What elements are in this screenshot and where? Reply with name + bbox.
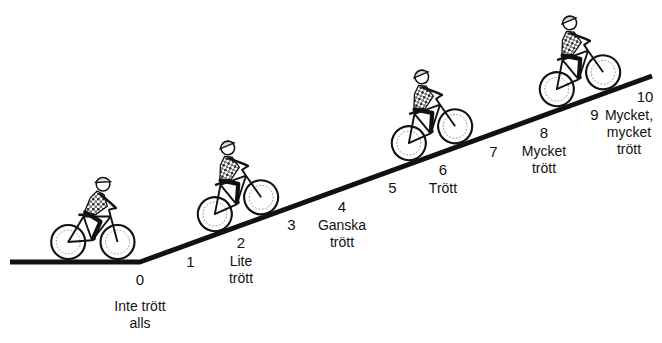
scale-number: 2 [237,234,245,251]
scale-number: 3 [287,216,295,233]
scale-description: Lite trött [221,253,261,287]
scale-description: Inte trött alls [104,298,176,332]
scale-number: 10 [637,88,654,105]
scale-number: 7 [489,143,497,160]
cyclist-figure [177,131,283,236]
scale-number: 0 [136,271,144,288]
scale-number: 1 [186,253,194,270]
scale-number: 9 [590,106,598,123]
scale-number: 4 [338,198,346,215]
scale-description: Mycket, mycket trött [600,107,658,158]
slope-line [10,76,652,262]
scale-description: Ganska trött [314,217,370,251]
scale-description: Mycket trött [516,143,572,177]
scale-description: Trött [413,180,473,197]
cyclist-figure [51,177,134,259]
scale-number: 5 [388,179,396,196]
cyclist-figure [371,60,477,165]
scale-number: 6 [439,161,447,178]
scale-number: 8 [540,124,548,141]
cyclist-figure [519,6,625,111]
